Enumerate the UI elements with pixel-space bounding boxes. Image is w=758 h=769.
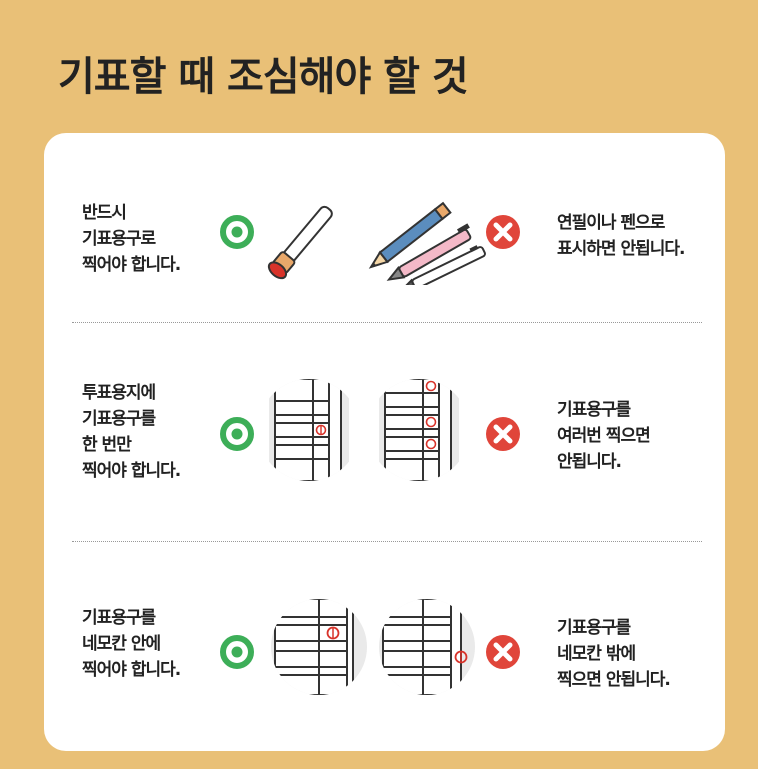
guide-row-1: 반드시 기표용구로 찍어야 합니다. [44,133,725,321]
guide-row-2: 투표용지에 기표용구를 한 번만 찍어야 합니다. [44,323,725,541]
correct-icon [219,416,255,452]
correct-text: 투표용지에 기표용구를 한 번만 찍어야 합니다. [82,383,181,481]
wrong-icon [485,416,521,452]
guide-card: 반드시 기표용구로 찍어야 합니다. [44,133,725,751]
ballot-inside-box-icon [271,599,367,695]
wrong-icon [485,214,521,250]
guide-row-3: 기표용구를 네모칸 안에 찍어야 합니다. [44,542,725,751]
correct-icon [219,634,255,670]
ballot-stamp-icon [266,201,336,285]
correct-text: 반드시 기표용구로 찍어야 합니다. [82,203,181,275]
row-divider [72,322,702,323]
page-title: 기표할 때 조심해야 할 것 [58,54,469,100]
row-divider [72,541,702,542]
wrong-text: 기표용구를 여러번 찍으면 안됩니다. [557,400,651,472]
pencil-pen-icon [356,199,504,285]
wrong-text: 연필이나 펜으로 표시하면 안됩니다. [557,213,685,259]
wrong-icon [485,634,521,670]
ballot-multi-stamp-icon [379,379,459,481]
wrong-text: 기표용구를 네모칸 밖에 찍으면 안됩니다. [557,618,671,690]
ballot-single-stamp-icon [269,379,349,481]
correct-text: 기표용구를 네모칸 안에 찍어야 합니다. [82,608,181,680]
ballot-outside-box-icon [379,599,475,695]
correct-icon [219,214,255,250]
